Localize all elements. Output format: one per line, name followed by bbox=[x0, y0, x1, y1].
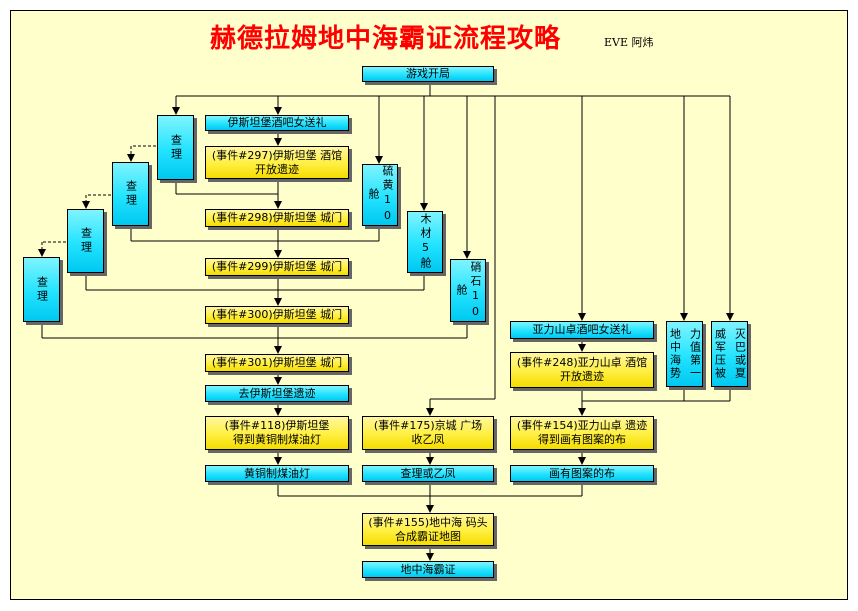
diagram-canvas bbox=[10, 10, 848, 600]
node-label: (事件#154)亚力山卓 遗迹 得到画有图案的布 bbox=[516, 419, 648, 446]
node-label: 查理 bbox=[124, 180, 138, 208]
node-charlie-or-yifeng: 查理或乙凤 bbox=[362, 465, 494, 482]
node-event-175: (事件#175)京城 广场 收乙凤 bbox=[362, 416, 494, 450]
node-label: 硝石10舱 bbox=[455, 260, 482, 321]
node-label: 黄铜制煤油灯 bbox=[244, 466, 310, 480]
node-label: (事件#300)伊斯坦堡 城门 bbox=[211, 308, 343, 321]
node-istanbul-bar-gift: 伊斯坦堡酒吧女送礼 bbox=[205, 115, 349, 131]
node-patterned-cloth: 画有图案的布 bbox=[510, 465, 654, 482]
node-label: 威军压被 bbox=[713, 328, 727, 380]
node-label: 灭巴或夏 bbox=[733, 328, 747, 380]
node-investigate-4: 查理 bbox=[23, 257, 60, 322]
node-label: 地中海势 bbox=[668, 328, 682, 380]
node-label: 游戏开局 bbox=[406, 67, 450, 80]
node-label: 查理 bbox=[35, 275, 49, 304]
node-label: (事件#155)地中海 码头 合成霸证地图 bbox=[368, 515, 488, 543]
node-label: 查理 bbox=[169, 133, 183, 162]
node-label: (事件#248)亚力山卓 酒馆 开放遗迹 bbox=[516, 356, 648, 383]
page-title: 赫德拉姆地中海霸证流程攻略 bbox=[210, 24, 562, 54]
node-goto-ruins: 去伊斯坦堡遗迹 bbox=[205, 385, 349, 402]
node-event-248: (事件#248)亚力山卓 酒馆 开放遗迹 bbox=[510, 352, 654, 388]
node-label: 木材5舱 bbox=[419, 213, 432, 271]
node-event-300: (事件#300)伊斯坦堡 城门 bbox=[205, 306, 349, 324]
author-credit: EVE 阿炜 bbox=[604, 36, 654, 49]
node-label: (事件#298)伊斯坦堡 城门 bbox=[211, 211, 343, 224]
node-label: (事件#175)京城 广场 收乙凤 bbox=[373, 419, 483, 446]
node-wood: 木材5舱 bbox=[407, 211, 443, 273]
node-label: 亚力山卓酒吧女送礼 bbox=[532, 323, 632, 336]
node-saltpeter: 硝石10舱 bbox=[450, 259, 486, 322]
node-event-154: (事件#154)亚力山卓 遗迹 得到画有图案的布 bbox=[510, 416, 654, 450]
node-label: 查理 bbox=[79, 227, 93, 255]
node-barbary-requirement: 灭巴或夏 威军压被 bbox=[711, 321, 748, 387]
node-start: 游戏开局 bbox=[362, 66, 494, 82]
node-label: 查理或乙凤 bbox=[400, 466, 456, 480]
node-label: (事件#301)伊斯坦堡 城门 bbox=[211, 356, 343, 369]
node-label: 硫黄10舱 bbox=[367, 165, 394, 225]
node-label: 力值第一 bbox=[688, 328, 702, 380]
node-event-118: (事件#118)伊斯坦堡 得到黄铜制煤油灯 bbox=[205, 416, 349, 450]
node-investigate-3: 查理 bbox=[67, 209, 104, 273]
node-label: 画有图案的布 bbox=[549, 466, 615, 480]
node-label: 伊斯坦堡酒吧女送礼 bbox=[227, 116, 327, 129]
node-label: (事件#118)伊斯坦堡 得到黄铜制煤油灯 bbox=[224, 419, 330, 446]
node-sulfur: 硫黄10舱 bbox=[362, 164, 398, 226]
node-label: (事件#297)伊斯坦堡 酒馆 开放遗迹 bbox=[211, 148, 343, 176]
node-label: (事件#299)伊斯坦堡 城门 bbox=[211, 260, 343, 273]
node-event-298: (事件#298)伊斯坦堡 城门 bbox=[205, 209, 349, 227]
node-mediterranean-cert: 地中海霸证 bbox=[362, 561, 494, 578]
node-event-297: (事件#297)伊斯坦堡 酒馆 开放遗迹 bbox=[205, 146, 349, 179]
node-alexandria-bar-gift: 亚力山卓酒吧女送礼 bbox=[510, 321, 654, 339]
node-event-155: (事件#155)地中海 码头 合成霸证地图 bbox=[362, 513, 494, 546]
node-label: 地中海霸证 bbox=[400, 562, 456, 576]
node-investigate-1: 查理 bbox=[157, 115, 194, 180]
node-label: 去伊斯坦堡遗迹 bbox=[238, 386, 316, 400]
node-event-301: (事件#301)伊斯坦堡 城门 bbox=[205, 354, 349, 372]
node-event-299: (事件#299)伊斯坦堡 城门 bbox=[205, 258, 349, 276]
node-brass-lamp: 黄铜制煤油灯 bbox=[205, 465, 349, 482]
node-investigate-2: 查理 bbox=[112, 162, 149, 226]
node-power-requirement: 力值第一 地中海势 bbox=[666, 321, 703, 387]
